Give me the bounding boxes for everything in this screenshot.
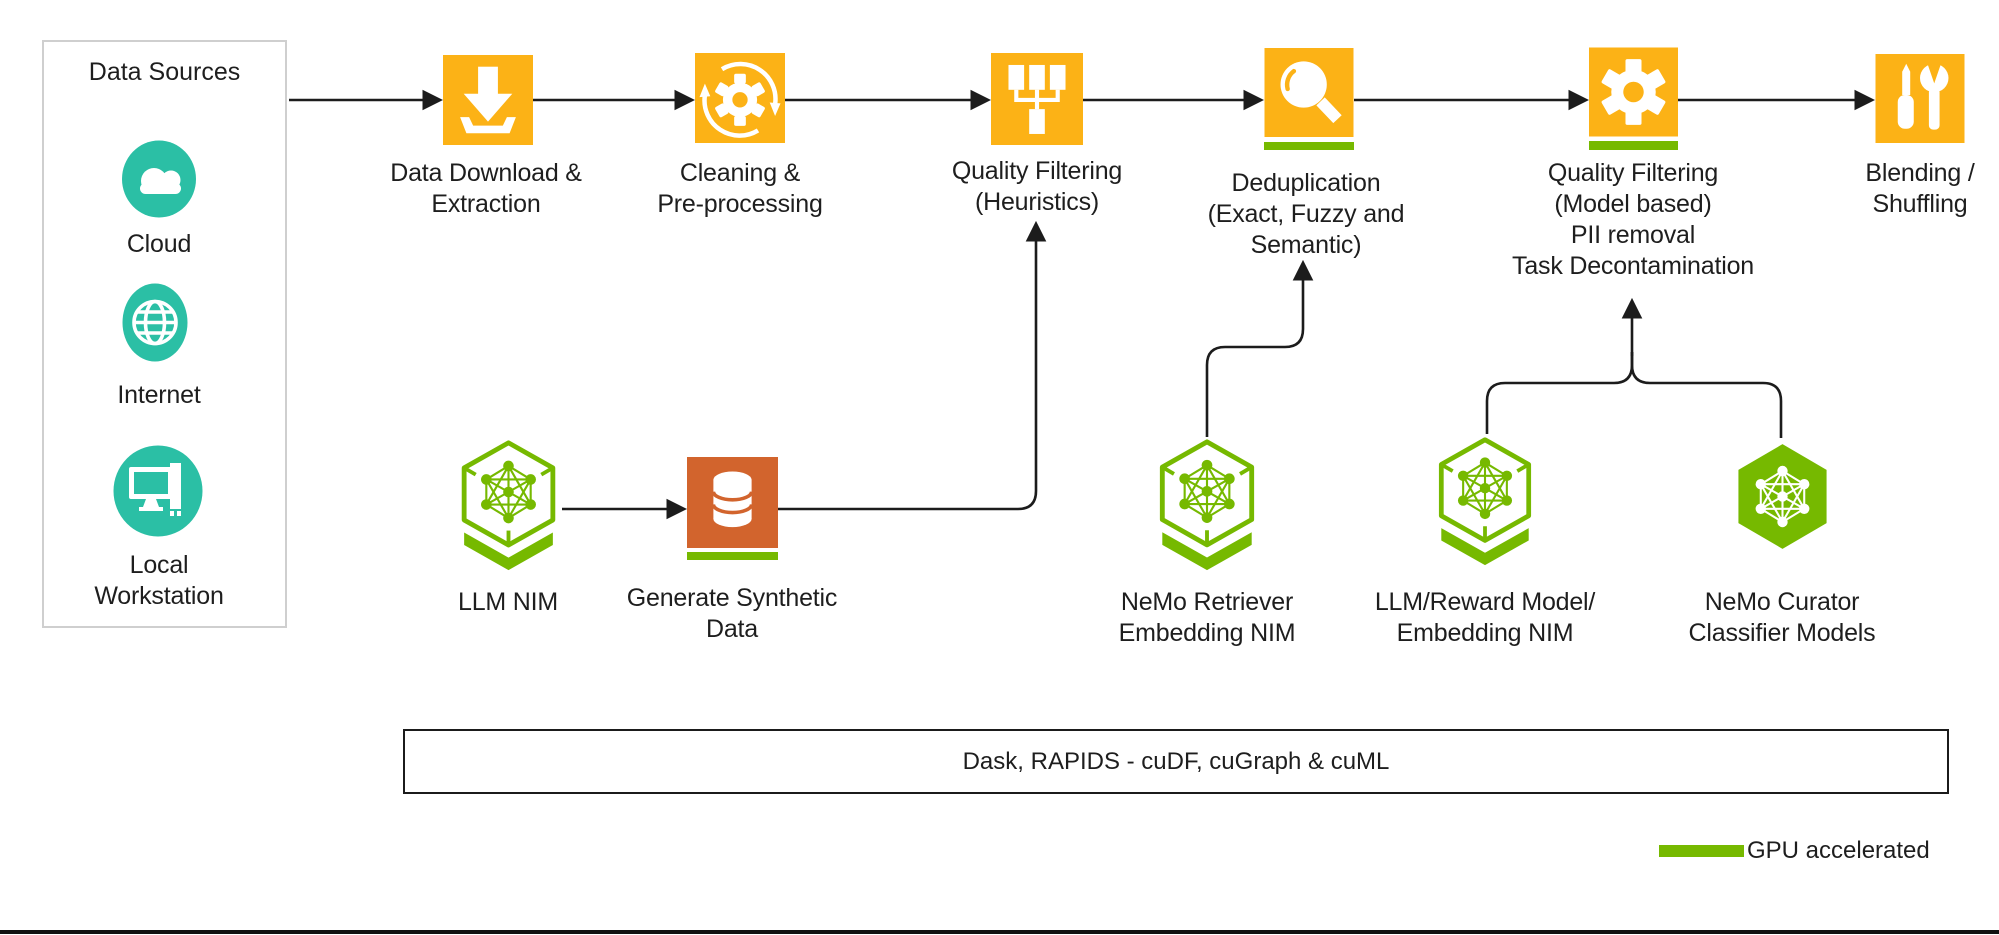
llm-nim-label: LLM NIM (457, 588, 558, 616)
step-label-quality-model: Quality Filtering (Model based) PII remo… (1512, 159, 1754, 280)
gpu-accent-bar (1264, 142, 1354, 150)
local-workstation-label: Local Workstation (94, 551, 224, 610)
workstation-icon (113, 445, 203, 537)
step-label-download: Data Download & Extraction (390, 159, 582, 218)
filter-tree-icon (991, 53, 1083, 145)
process-icon (695, 53, 785, 143)
nemo-retriever-label: NeMo Retriever Embedding NIM (1118, 588, 1296, 647)
gpu-accent-bar (1589, 141, 1678, 150)
gear-icon (1589, 47, 1678, 137)
nim-hexagon-icon (455, 438, 562, 573)
framework-bar-label: Dask, RAPIDS - cuDF, cuGraph & cuML (962, 747, 1390, 775)
globe-icon (122, 283, 188, 362)
step-label-blending: Blending / Shuffling (1865, 159, 1975, 218)
cloud-label: Cloud (126, 230, 192, 258)
magnifier-icon (1264, 48, 1354, 137)
gpu-accent-bar (687, 552, 778, 560)
tools-icon (1875, 54, 1965, 143)
database-icon (687, 457, 778, 548)
framework-bar: Dask, RAPIDS - cuDF, cuGraph & cuML (403, 729, 1949, 794)
gpu-legend-label: GPU accelerated (1747, 837, 1930, 864)
step-label-deduplication: Deduplication (Exact, Fuzzy and Semantic… (1207, 169, 1405, 259)
solid-hexagon-icon (1738, 444, 1827, 549)
step-label-cleaning: Cleaning & Pre-processing (657, 159, 823, 218)
generate-synthetic-data-label: Generate Synthetic Data (626, 584, 838, 643)
download-icon (443, 55, 533, 145)
data-sources-title: Data Sources (88, 58, 241, 86)
internet-label: Internet (117, 381, 201, 409)
bottom-divider (0, 930, 1999, 934)
step-label-quality-heuristics: Quality Filtering (Heuristics) (951, 157, 1123, 216)
nim-hexagon-icon (1152, 437, 1262, 573)
llm-reward-model-label: LLM/Reward Model/ Embedding NIM (1374, 588, 1596, 647)
nemo-curator-label: NeMo Curator Classifier Models (1688, 588, 1876, 647)
gpu-legend-swatch (1659, 845, 1744, 857)
cloud-icon (122, 140, 196, 218)
nim-hexagon-icon (1432, 435, 1538, 568)
